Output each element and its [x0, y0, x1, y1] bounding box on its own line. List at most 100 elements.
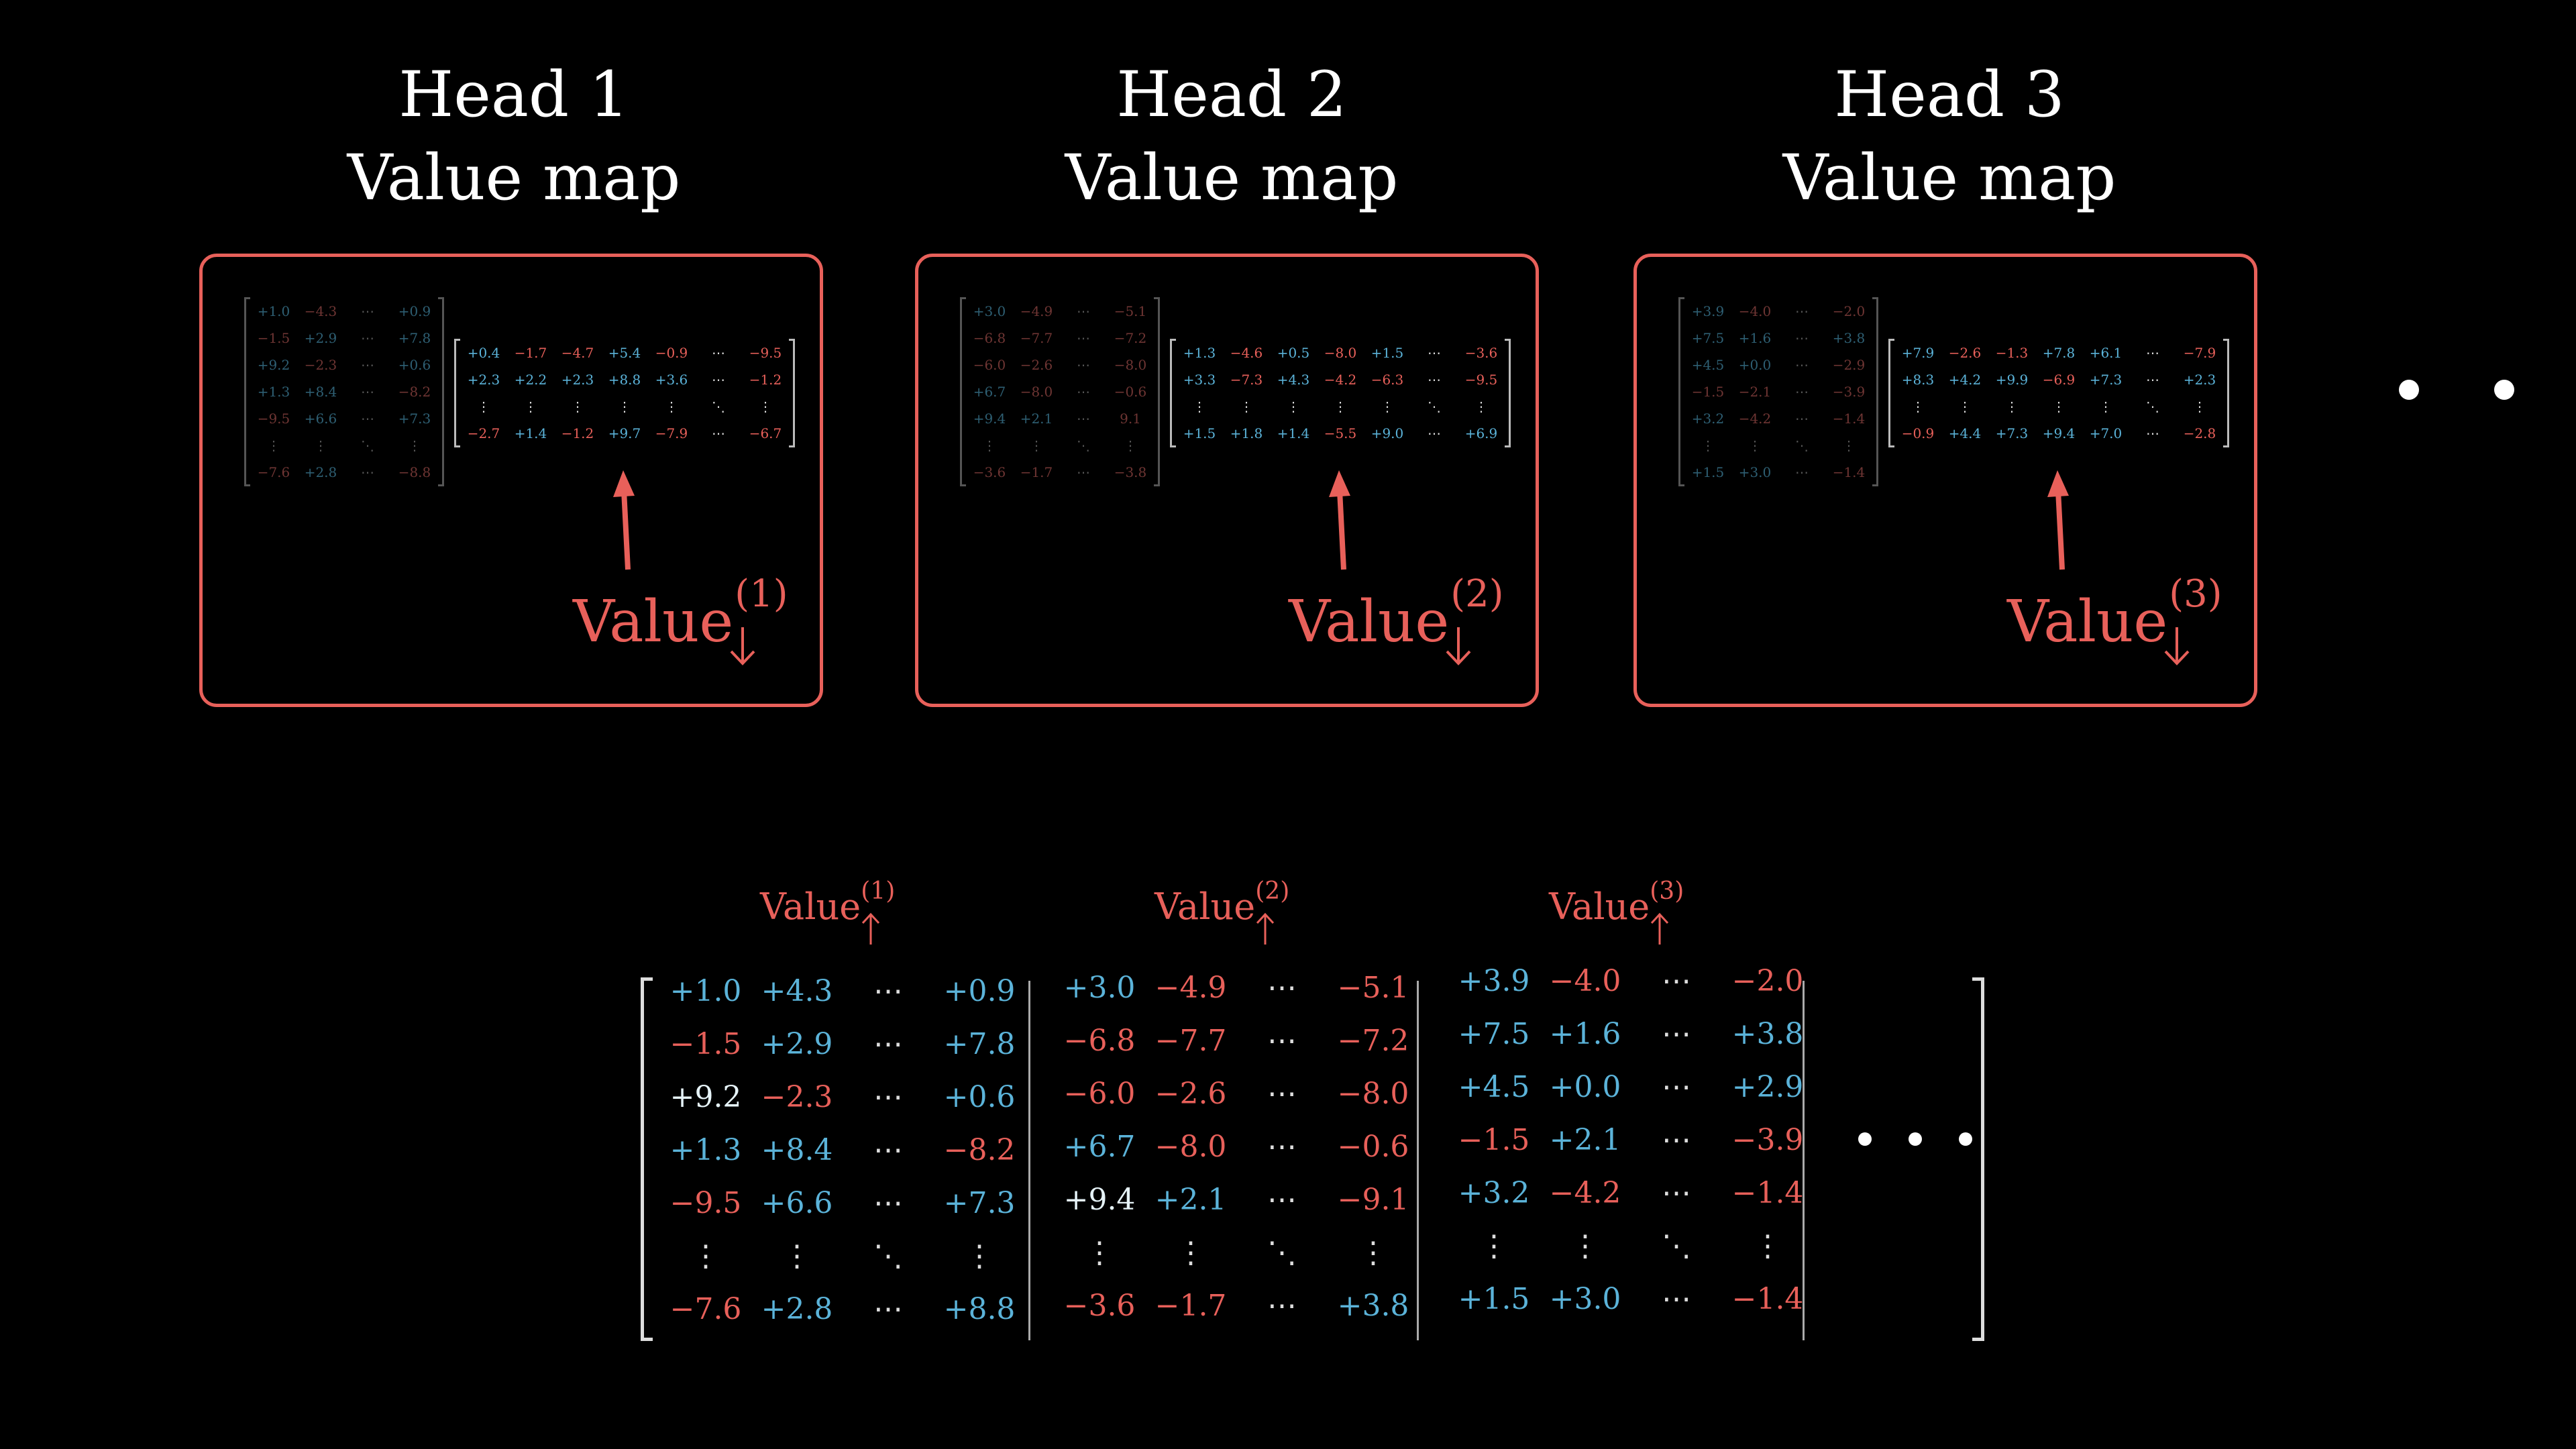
matrix-cell: +8.4: [304, 384, 337, 400]
matrix-cell: ⋮: [1753, 1229, 1782, 1263]
matrix-cell: +1.3: [1183, 345, 1216, 361]
matrix-cell: +2.2: [514, 372, 547, 388]
matrix-cell: +3.0: [1063, 971, 1136, 1005]
value-up-label: Value(1): [760, 877, 895, 945]
matrix-cell: ⋮: [2193, 398, 2206, 415]
matrix-cell: −1.5: [1691, 384, 1725, 400]
matrix-cell: −1.5: [257, 330, 290, 346]
matrix-cell: +0.4: [467, 345, 500, 361]
matrix-cell: +2.8: [761, 1292, 833, 1326]
matrix-cell: −3.6: [1063, 1289, 1136, 1323]
combined-bracket-right: [1972, 977, 1984, 1341]
matrix-cell: −1.4: [1832, 464, 1866, 480]
matrix-cell: −9.1: [1337, 1183, 1409, 1217]
value-label-index: (2): [1450, 572, 1504, 616]
value-label-text: Value: [760, 885, 861, 928]
value-label-index: (3): [1650, 877, 1684, 905]
matrix-cell: −3.9: [1731, 1123, 1804, 1157]
matrix-cell: +8.8: [608, 372, 641, 388]
matrix-cell: −0.6: [1337, 1130, 1409, 1164]
pointer-arrow: [613, 470, 635, 570]
matrix-cell: +7.5: [1691, 330, 1725, 346]
matrix-cell: −2.3: [761, 1080, 833, 1114]
matrix-cell: ⋯: [1662, 1070, 1691, 1104]
matrix-cell: −9.5: [1464, 372, 1498, 388]
value-down-label: Value(2): [1289, 572, 1504, 665]
head-2-panel: +3.0−4.9⋯−5.1−6.8−7.7⋯−7.2−6.0−2.6⋯−8.0+…: [915, 254, 1539, 707]
matrix-cell: −5.1: [1114, 303, 1147, 319]
value-down-matrix: +3.9−4.0⋯−2.0+7.5+1.6⋯+3.8+4.5+0.0⋯−2.9−…: [1678, 297, 1878, 486]
down-arrow-icon: [2164, 627, 2190, 665]
matrix-cell: ⋱: [1662, 1229, 1691, 1263]
matrix-cell: +0.0: [1738, 357, 1772, 373]
matrix-cell: −7.9: [2183, 345, 2216, 361]
matrix-cell: ⋮: [314, 437, 327, 453]
matrix-cell: +3.8: [1832, 330, 1866, 346]
head-2-title-line2: Value map: [1065, 142, 1399, 215]
matrix-cell: ⋮: [782, 1239, 812, 1273]
matrix-cell: −1.4: [1731, 1282, 1804, 1316]
matrix-cell: ⋮: [983, 437, 996, 453]
matrix-bracket-right: [789, 339, 795, 447]
matrix-cell: ⋯: [873, 1080, 903, 1114]
matrix-cell: −8.0: [1324, 345, 1357, 361]
matrix-cell: +3.9: [1458, 964, 1530, 998]
matrix-cell: +9.4: [2042, 425, 2076, 441]
matrix-cell: −4.0: [1738, 303, 1772, 319]
matrix-cell: ⋯: [2146, 372, 2159, 388]
matrix-cell: ⋮: [1124, 437, 1137, 453]
matrix-cell: +0.9: [943, 974, 1016, 1008]
matrix-cell: +1.8: [1230, 425, 1263, 441]
matrix-cell: ⋯: [361, 303, 374, 319]
matrix-cell: −5.1: [1337, 971, 1409, 1005]
up-arrow-icon: [861, 912, 880, 945]
value-label-text: Value: [1155, 885, 1256, 928]
matrix-cell: +2.1: [1155, 1183, 1227, 1217]
matrix-cell: ⋯: [712, 425, 725, 441]
matrix-cell: −8.0: [1155, 1130, 1227, 1164]
matrix-cell: ⋯: [1428, 425, 1441, 441]
matrix-cell: +9.4: [973, 411, 1006, 427]
matrix-cell: +3.9: [1691, 303, 1725, 319]
matrix-cell: +6.1: [2089, 345, 2123, 361]
matrix-bracket-left: [1678, 297, 1684, 486]
matrix-cell: ⋮: [2099, 398, 2112, 415]
matrix-cell: −6.8: [973, 330, 1006, 346]
matrix-cell: −9.5: [749, 345, 782, 361]
value-up-label: Value(2): [1155, 877, 1289, 945]
matrix-cell: ⋯: [873, 1027, 903, 1061]
matrix-cell: −0.9: [655, 345, 688, 361]
matrix-cell: −3.6: [973, 464, 1006, 480]
matrix-cell: −6.9: [2042, 372, 2076, 388]
matrix-cell: +4.2: [1948, 372, 1982, 388]
matrix-cell: +0.0: [1549, 1070, 1621, 1104]
matrix-cell: +0.5: [1277, 345, 1310, 361]
matrix-cell: ⋯: [1077, 411, 1090, 427]
matrix-bracket-left: [1888, 339, 1894, 447]
matrix-cell: +7.0: [2089, 425, 2123, 441]
value-label-index: (1): [735, 572, 788, 616]
matrix-cell: +3.3: [1183, 372, 1216, 388]
matrix-cell: +9.0: [1371, 425, 1404, 441]
matrix-cell: ⋱: [873, 1239, 903, 1273]
matrix-cell: ⋮: [965, 1239, 994, 1273]
matrix-cell: −4.0: [1549, 964, 1621, 998]
matrix-cell: −1.2: [561, 425, 594, 441]
matrix-cell: ⋯: [361, 464, 374, 480]
value-label-text: Value: [2007, 588, 2168, 655]
matrix-cell: +2.9: [1731, 1070, 1804, 1104]
matrix-cell: +3.2: [1691, 411, 1725, 427]
matrix-cell: ⋯: [361, 384, 374, 400]
matrix-cell: +2.9: [304, 330, 337, 346]
matrix-cell: +7.8: [943, 1027, 1016, 1061]
matrix-cell: −8.2: [398, 384, 431, 400]
matrix-cell: +1.5: [1371, 345, 1404, 361]
matrix-cell: ⋯: [1077, 464, 1090, 480]
matrix-cell: −6.0: [973, 357, 1006, 373]
matrix-cell: +7.3: [1995, 425, 2029, 441]
matrix-cell: +3.2: [1458, 1176, 1530, 1210]
matrix-cell: −1.5: [1458, 1123, 1530, 1157]
matrix-cell: −7.9: [655, 425, 688, 441]
matrix-cell: +1.0: [669, 974, 742, 1008]
